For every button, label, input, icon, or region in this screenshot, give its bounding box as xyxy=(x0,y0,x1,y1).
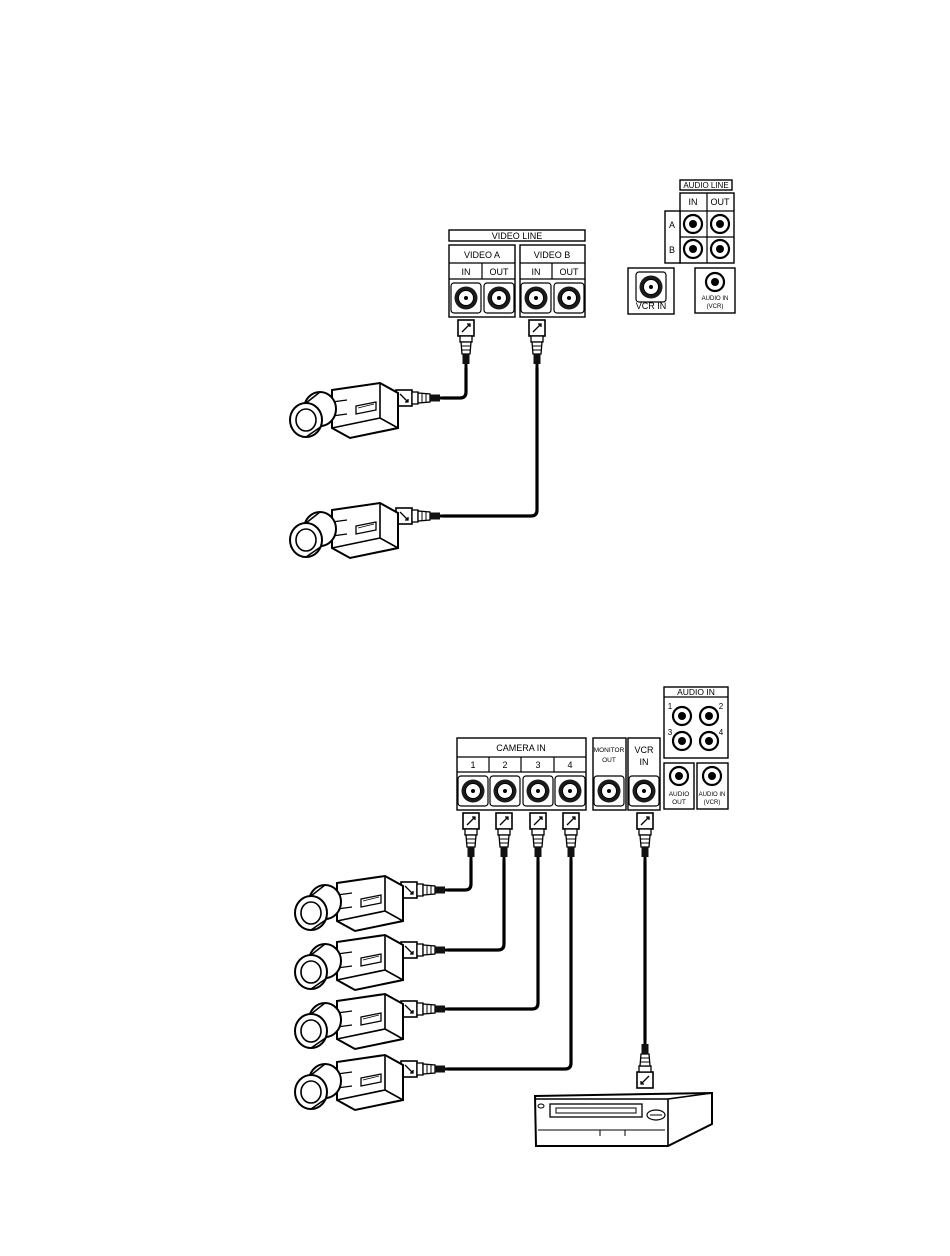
bnc-plug-camera-2 xyxy=(396,508,444,524)
bnc-plug-cam-1 xyxy=(463,813,479,861)
video-b-in-label: IN xyxy=(532,267,541,277)
camera-icon xyxy=(295,935,403,990)
video-line-title: VIDEO LINE xyxy=(492,231,543,241)
cable-camera-4 xyxy=(448,861,571,1069)
audio-in-vcr-panel-1: AUDIO IN (VCR) xyxy=(695,268,735,313)
audio-line-row-b: B xyxy=(669,245,675,255)
bnc-plug-cam-3 xyxy=(530,813,546,861)
bnc-plug-video-a xyxy=(458,320,474,368)
monitor-out-panel: MONITOR OUT xyxy=(593,738,626,810)
monitor-out-label-1: MONITOR xyxy=(594,747,625,754)
audio-in-vcr-jack[interactable] xyxy=(706,273,724,291)
audio-line-out-label: OUT xyxy=(711,197,731,207)
video-b-in-jack[interactable] xyxy=(521,283,551,313)
audio-line-in-label: IN xyxy=(689,197,698,207)
vcr-icon xyxy=(535,1093,712,1146)
audio-in-vcr-label-2: (VCR) xyxy=(704,800,721,806)
bnc-plug-cam-2 xyxy=(496,813,512,861)
audio-in-panel: AUDIO IN 1 2 3 4 xyxy=(664,687,728,758)
diagram-2: CAMERA IN 1 2 3 4 MONITOR OUT VCR IN xyxy=(295,687,728,1146)
camera-in-ch2-label: 2 xyxy=(502,760,507,770)
monitor-out-label-2: OUT xyxy=(602,757,616,764)
video-b-out-jack[interactable] xyxy=(554,283,584,313)
audio-in-3-jack[interactable] xyxy=(673,732,691,750)
audio-out-panel: AUDIO OUT xyxy=(664,763,694,809)
bnc-plug-cam-4 xyxy=(563,813,579,861)
camera-in-ch3-label: 3 xyxy=(535,760,540,770)
vcr-in-label-1: VCR xyxy=(634,745,654,755)
camera-in-1-jack[interactable] xyxy=(458,776,488,806)
cable-camera-1 xyxy=(448,861,471,890)
vcr-in-panel-1: VCR IN xyxy=(628,268,674,314)
bnc-plug-camera-1 xyxy=(401,882,449,898)
camera-in-4-jack[interactable] xyxy=(555,776,585,806)
cable-camera-2-video-b xyxy=(443,368,537,516)
bnc-plug-vcr-in xyxy=(637,813,653,861)
camera-in-title: CAMERA IN xyxy=(496,743,546,753)
audio-line-a-out-jack[interactable] xyxy=(711,215,729,233)
video-line-panel: VIDEO LINE VIDEO A IN OUT VIDEO B IN OUT xyxy=(449,230,585,317)
video-b-out-label: OUT xyxy=(560,267,580,277)
audio-line-row-a: A xyxy=(669,220,675,230)
audio-out-label-2: OUT xyxy=(672,799,686,806)
audio-in-1-label: 1 xyxy=(668,702,673,711)
audio-in-1-jack[interactable] xyxy=(673,707,691,725)
camera-in-ch1-label: 1 xyxy=(470,760,475,770)
video-a-in-jack[interactable] xyxy=(451,283,481,313)
video-a-in-label: IN xyxy=(462,267,471,277)
audio-out-jack[interactable] xyxy=(670,767,688,785)
video-a-out-jack[interactable] xyxy=(484,283,514,313)
vcr-in-label: VCR IN xyxy=(636,301,667,311)
bnc-plug-camera-3 xyxy=(401,1001,449,1017)
audio-in-2-jack[interactable] xyxy=(700,707,718,725)
bnc-plug-camera-1 xyxy=(396,390,444,406)
camera-icon xyxy=(295,876,403,931)
camera-icon xyxy=(295,1055,403,1110)
audio-in-vcr-label-1: AUDIO IN xyxy=(699,792,726,798)
camera-icon xyxy=(295,994,403,1049)
audio-in-title: AUDIO IN xyxy=(677,687,715,697)
diagram-1: VIDEO LINE VIDEO A IN OUT VIDEO B IN OUT… xyxy=(290,180,735,558)
audio-line-b-out-jack[interactable] xyxy=(711,240,729,258)
camera-in-2-jack[interactable] xyxy=(490,776,520,806)
audio-in-4-label: 4 xyxy=(719,728,724,737)
camera-icon xyxy=(290,383,398,438)
bnc-plug-vcr-device xyxy=(637,1040,653,1088)
vcr-in-label-2: IN xyxy=(640,757,649,767)
audio-in-vcr-jack[interactable] xyxy=(703,767,721,785)
camera-in-3-jack[interactable] xyxy=(523,776,553,806)
audio-line-row-labels xyxy=(665,211,680,263)
camera-in-panel: CAMERA IN 1 2 3 4 xyxy=(457,738,586,810)
audio-out-label-1: AUDIO xyxy=(669,791,690,798)
video-b-label: VIDEO B xyxy=(534,250,571,260)
vcr-in-panel-2: VCR IN xyxy=(628,738,660,810)
cable-camera-1-video-a xyxy=(443,368,466,398)
audio-line-b-in-jack[interactable] xyxy=(684,240,702,258)
audio-in-box xyxy=(664,687,728,758)
camera-in-ch4-label: 4 xyxy=(567,760,572,770)
bnc-plug-camera-2 xyxy=(401,942,449,958)
audio-in-4-jack[interactable] xyxy=(700,732,718,750)
vcr-in-jack[interactable] xyxy=(629,776,659,806)
bnc-plug-video-b xyxy=(529,320,545,368)
audio-line-a-in-jack[interactable] xyxy=(684,215,702,233)
audio-in-2-label: 2 xyxy=(719,702,724,711)
video-a-out-label: OUT xyxy=(490,267,510,277)
audio-in-vcr-label-2: (VCR) xyxy=(707,304,724,310)
audio-in-vcr-panel-2: AUDIO IN (VCR) xyxy=(697,763,728,809)
camera-icon xyxy=(290,503,398,558)
vcr-in-jack[interactable] xyxy=(636,272,666,302)
cable-camera-2 xyxy=(448,861,504,950)
monitor-out-jack[interactable] xyxy=(594,776,624,806)
video-a-label: VIDEO A xyxy=(464,250,500,260)
bnc-plug-camera-4 xyxy=(401,1061,449,1077)
audio-line-title: AUDIO LINE xyxy=(683,181,728,190)
audio-in-vcr-label-1: AUDIO IN xyxy=(702,296,729,302)
audio-in-3-label: 3 xyxy=(668,728,673,737)
audio-line-panel: AUDIO LINE IN OUT A B xyxy=(665,180,734,263)
cable-camera-3 xyxy=(448,861,538,1009)
